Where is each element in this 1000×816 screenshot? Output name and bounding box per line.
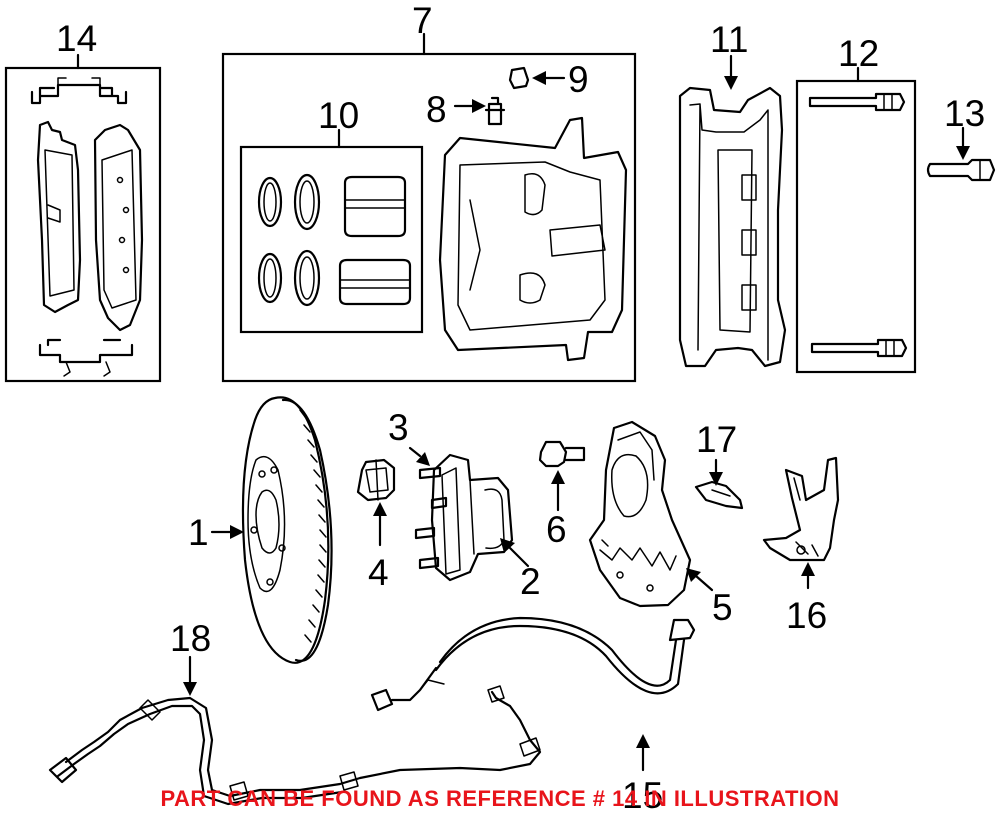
callout-16: 16 bbox=[786, 595, 827, 636]
caliper-housing bbox=[438, 116, 628, 362]
callout-11: 11 bbox=[710, 19, 748, 60]
caliper-group bbox=[221, 52, 637, 383]
dust-shield bbox=[588, 420, 692, 608]
callout-12: 12 bbox=[838, 33, 879, 74]
brake-pad-right bbox=[93, 123, 144, 332]
caliper-box bbox=[221, 52, 637, 383]
wheel-hub bbox=[414, 453, 514, 582]
caliper-pistons bbox=[338, 175, 412, 306]
callout-arrows bbox=[76, 32, 970, 772]
guide-pin-lower bbox=[810, 338, 908, 358]
callout-1: 1 bbox=[188, 512, 209, 553]
abs-sensor bbox=[48, 685, 542, 806]
callout-18: 18 bbox=[170, 618, 211, 659]
wheel-stud bbox=[414, 466, 448, 570]
bleeder-screw bbox=[484, 96, 506, 126]
callout-17: 17 bbox=[696, 419, 737, 460]
bracket-bolt bbox=[926, 158, 996, 182]
callout-numbers: 1 2 3 4 5 6 7 8 9 10 11 12 13 14 15 16 1… bbox=[56, 0, 985, 816]
brake-pad-left bbox=[36, 120, 82, 314]
pad-clip-lower bbox=[38, 338, 134, 364]
brake-rotor bbox=[241, 396, 333, 664]
pad-kit-group bbox=[4, 66, 162, 383]
hub-bolt bbox=[538, 440, 586, 468]
pad-clip-upper bbox=[30, 83, 128, 105]
callout-7: 7 bbox=[412, 0, 433, 41]
guide-pins-box bbox=[795, 79, 917, 374]
callout-3: 3 bbox=[388, 407, 409, 448]
callout-13: 13 bbox=[944, 93, 985, 134]
retainer-clip bbox=[694, 480, 744, 510]
brake-hose bbox=[370, 616, 696, 712]
callout-6: 6 bbox=[546, 509, 567, 550]
bleeder-cap bbox=[508, 66, 530, 90]
sensor-bracket bbox=[762, 456, 840, 562]
caliper-bracket bbox=[678, 86, 787, 368]
callout-15: 15 bbox=[622, 775, 663, 816]
callout-14: 14 bbox=[56, 18, 97, 59]
guide-pin-upper bbox=[808, 92, 906, 112]
reference-notice: PART CAN BE FOUND AS REFERENCE # 14 IN I… bbox=[160, 786, 839, 811]
piston-kit-box bbox=[239, 145, 424, 334]
callout-4: 4 bbox=[368, 552, 389, 593]
callout-10: 10 bbox=[318, 95, 359, 136]
callout-5: 5 bbox=[712, 587, 733, 628]
seal-rings bbox=[257, 173, 321, 307]
callout-9: 9 bbox=[568, 59, 589, 100]
callout-8: 8 bbox=[426, 89, 447, 130]
pad-kit-box bbox=[4, 66, 162, 383]
guide-pins-group bbox=[795, 79, 917, 374]
hub-nut bbox=[356, 458, 396, 502]
callout-2: 2 bbox=[520, 561, 541, 602]
